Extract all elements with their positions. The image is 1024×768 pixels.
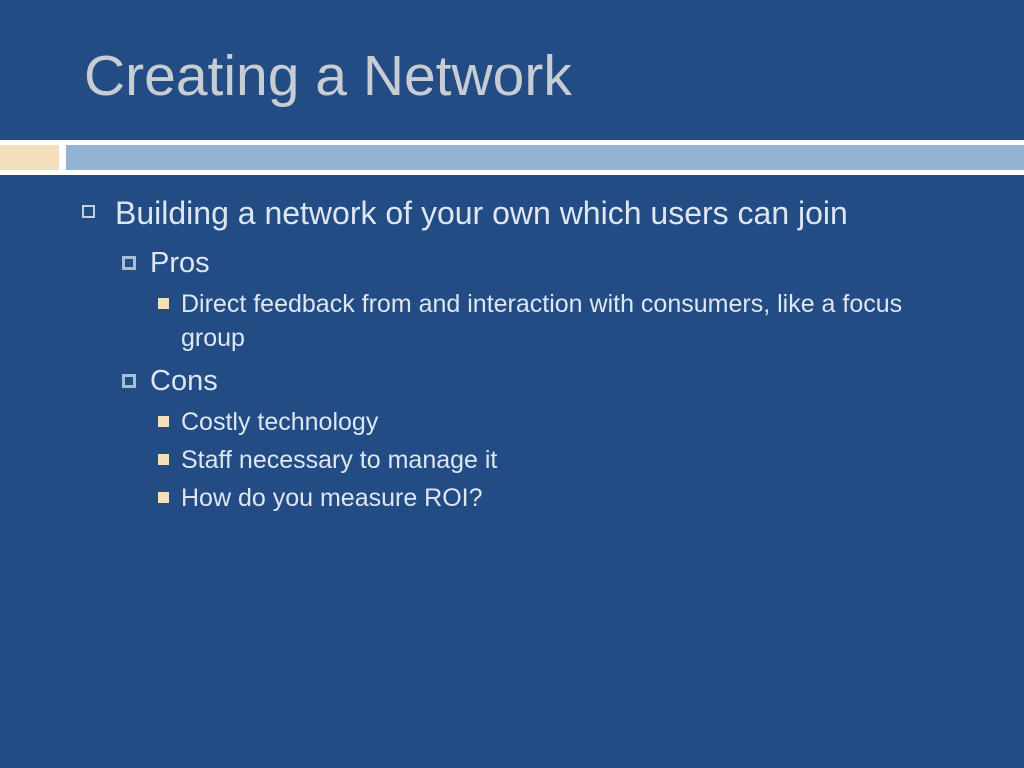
bullet-text: How do you measure ROI? (181, 484, 483, 512)
bullet-text: Building a network of your own which use… (115, 195, 848, 231)
slide-title: Creating a Network (84, 44, 572, 108)
bullet-text: Pros (150, 247, 210, 279)
bullet-item-level3: How do you measure ROI? (0, 481, 1024, 515)
filled-square-bullet-icon (158, 492, 169, 503)
title-divider-band (0, 140, 1024, 175)
tan-accent-block (0, 145, 59, 170)
bullet-text: Cons (150, 365, 218, 397)
slide-title-area: Creating a Network (0, 0, 1024, 140)
outlined-square-bullet-icon (122, 374, 136, 388)
bullet-item-level2-pros: Pros (0, 243, 1024, 283)
bullet-text: Direct feedback from and interaction wit… (181, 290, 903, 352)
hollow-square-bullet-icon (82, 205, 95, 218)
filled-square-bullet-icon (158, 298, 169, 309)
outlined-square-bullet-icon (122, 256, 136, 270)
slide-body: Building a network of your own which use… (0, 175, 1024, 768)
bullet-text: Costly technology (181, 408, 379, 436)
bullet-item-level1: Building a network of your own which use… (0, 189, 1024, 237)
filled-square-bullet-icon (158, 454, 169, 465)
bullet-item-level2-cons: Cons (0, 361, 1024, 401)
bullet-item-level3: Costly technology (0, 405, 1024, 439)
bullet-item-level3: Direct feedback from and interaction wit… (0, 287, 1024, 355)
bullet-text: Staff necessary to manage it (181, 446, 498, 474)
light-blue-bar (66, 145, 1024, 170)
filled-square-bullet-icon (158, 416, 169, 427)
bullet-item-level3: Staff necessary to manage it (0, 443, 1024, 477)
